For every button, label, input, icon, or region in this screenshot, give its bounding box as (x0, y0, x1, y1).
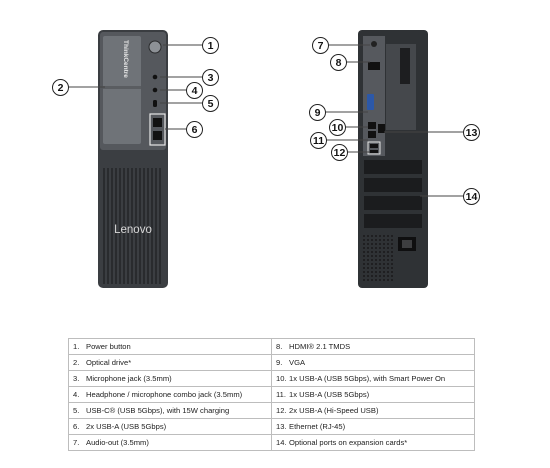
product-diagram: Lenovo ThinkCentre (69, 30, 463, 288)
legend-cell-right: 14.Optional ports on expansion cards* (271, 434, 475, 451)
legend-text: USB-C® (USB 5Gbps), with 15W charging (86, 406, 230, 415)
legend-number: 11. (276, 390, 286, 399)
callout-4: 4 (186, 82, 203, 99)
legend-number: 14. (276, 438, 287, 447)
legend-number: 9. (276, 358, 283, 367)
legend-number: 3. (73, 374, 80, 383)
legend-text: 2x USB-A (Hi-Speed USB) (289, 406, 379, 415)
front-grille (103, 168, 161, 284)
legend-number: 1. (73, 342, 80, 351)
legend-number: 12. (276, 406, 287, 415)
legend-text: Optical drive* (86, 358, 132, 367)
callout-10: 10 (329, 119, 346, 136)
callout-2: 2 (52, 79, 69, 96)
callout-13: 13 (463, 124, 480, 141)
callout-7: 7 (312, 37, 329, 54)
callout-5: 5 (202, 95, 219, 112)
legend-text: Audio-out (3.5mm) (86, 438, 149, 447)
legend-number: 2. (73, 358, 80, 367)
rear-vents (363, 235, 393, 281)
legend-number: 10. (276, 374, 287, 383)
legend-text: Headphone / microphone combo jack (3.5mm… (86, 390, 243, 399)
legend-table: 1. Power button 8. HDMI® 2.1 TMDS 2. Optical … (68, 338, 475, 451)
legend-row: 7. Audio-out (3.5mm) 14.Optional ports on … (68, 434, 475, 451)
legend-cell-right: 13.Ethernet (RJ-45) (271, 418, 475, 435)
legend-cell-right: 11.1x USB-A (USB 5Gbps) (271, 386, 475, 403)
legend-text: HDMI® 2.1 TMDS (289, 342, 351, 351)
legend-row: 2. Optical drive* 9. VGA (68, 354, 475, 371)
legend-cell-left: 5. USB-C® (USB 5Gbps), with 15W charging (68, 402, 272, 419)
legend-text: 1x USB-A (USB 5Gbps), with Smart Power O… (289, 374, 446, 383)
callout-1: 1 (202, 37, 219, 54)
legend-number: 8. (276, 342, 283, 351)
legend-cell-left: 7. Audio-out (3.5mm) (68, 434, 272, 451)
legend-text: Optional ports on expansion cards* (289, 438, 408, 447)
legend-cell-left: 3. Microphone jack (3.5mm) (68, 370, 272, 387)
legend-row: 6. 2x USB-A (USB 5Gbps) 13.Ethernet (RJ-45… (68, 418, 475, 435)
legend-cell-left: 2. Optical drive* (68, 354, 272, 371)
legend-cell-left: 4. Headphone / microphone combo jack (3.5… (68, 386, 272, 403)
callout-14: 14 (463, 188, 480, 205)
legend-cell-right: 8. HDMI® 2.1 TMDS (271, 338, 475, 355)
legend-text: Ethernet (RJ-45) (289, 422, 346, 431)
legend-number: 7. (73, 438, 80, 447)
legend-cell-right: 10.1x USB-A (USB 5Gbps), with Smart Powe… (271, 370, 475, 387)
legend-number: 6. (73, 422, 80, 431)
legend-row: 4. Headphone / microphone combo jack (3.5… (68, 386, 475, 403)
legend-number: 4. (73, 390, 80, 399)
legend-cell-right: 9. VGA (271, 354, 475, 371)
rear-chassis (358, 30, 428, 288)
callout-11: 11 (310, 132, 327, 149)
legend-row: 1. Power button 8. HDMI® 2.1 TMDS (68, 338, 475, 355)
callout-3: 3 (202, 69, 219, 86)
legend-text: VGA (289, 358, 306, 367)
callout-9: 9 (309, 104, 326, 121)
lenovo-logo: Lenovo (114, 224, 152, 236)
callout-8: 8 (330, 54, 347, 71)
legend-number: 13. (276, 422, 287, 431)
callout-6: 6 (186, 121, 203, 138)
legend-cell-left: 1. Power button (68, 338, 272, 355)
legend-row: 5. USB-C® (USB 5Gbps), with 15W charging 1… (68, 402, 475, 419)
legend-text: 1x USB-A (USB 5Gbps) (289, 390, 370, 399)
legend-cell-right: 12.2x USB-A (Hi-Speed USB) (271, 402, 475, 419)
legend-row: 3. Microphone jack (3.5mm) 10.1x USB-A (US… (68, 370, 475, 387)
legend-text: 2x USB-A (USB 5Gbps) (86, 422, 167, 431)
callout-12: 12 (331, 144, 348, 161)
legend-text: Microphone jack (3.5mm) (86, 374, 172, 383)
legend-cell-left: 6. 2x USB-A (USB 5Gbps) (68, 418, 272, 435)
leader-lines (69, 44, 463, 197)
legend-number: 5. (73, 406, 80, 415)
thinkcentre-logo: ThinkCentre (122, 40, 129, 78)
legend-text: Power button (86, 342, 131, 351)
